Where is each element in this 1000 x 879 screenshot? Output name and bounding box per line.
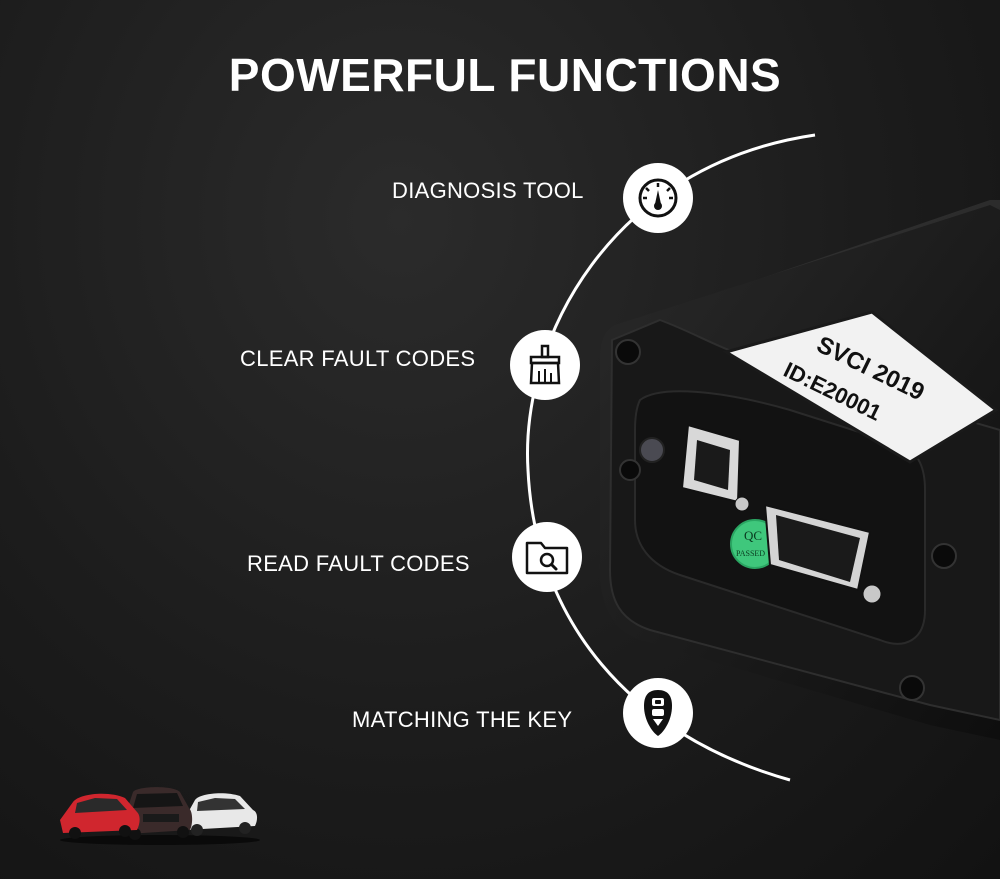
corner-bolt (899, 675, 925, 701)
corner-bolt (619, 459, 641, 481)
led-indicator (639, 437, 665, 463)
speedometer-icon (638, 178, 678, 218)
corner-bolt (615, 339, 641, 365)
svg-text:QC: QC (744, 528, 762, 543)
feature-icon-matching-the-key (623, 678, 693, 748)
feature-label-diagnosis-tool: DIAGNOSIS TOOL (392, 178, 584, 203)
page-title: POWERFUL FUNCTIONS (228, 49, 782, 101)
feature-label-matching-the-key: MATCHING THE KEY (352, 707, 573, 732)
feature-icon-clear-fault-codes (510, 330, 580, 400)
car-key-icon (644, 690, 672, 736)
feature-icon-diagnosis-tool (623, 163, 693, 233)
svg-text:PASSED: PASSED (736, 549, 765, 558)
feature-icon-read-fault-codes (512, 522, 582, 592)
feature-label-read-fault-codes: READ FAULT CODES (247, 551, 470, 576)
red-car (60, 793, 140, 839)
brush-icon (529, 344, 561, 385)
corner-bolt (931, 543, 957, 569)
white-car (185, 793, 258, 836)
dark-car (123, 787, 193, 840)
usb-port (680, 423, 742, 504)
device-sticker: SVCI 2019 ID:E20001 (722, 310, 999, 464)
vga-port (734, 496, 882, 604)
folder-search-icon (525, 541, 569, 575)
feature-label-clear-fault-codes: CLEAR FAULT CODES (240, 346, 476, 371)
car-lineup-image (60, 787, 260, 845)
qc-passed-badge: QC PASSED (730, 519, 780, 569)
